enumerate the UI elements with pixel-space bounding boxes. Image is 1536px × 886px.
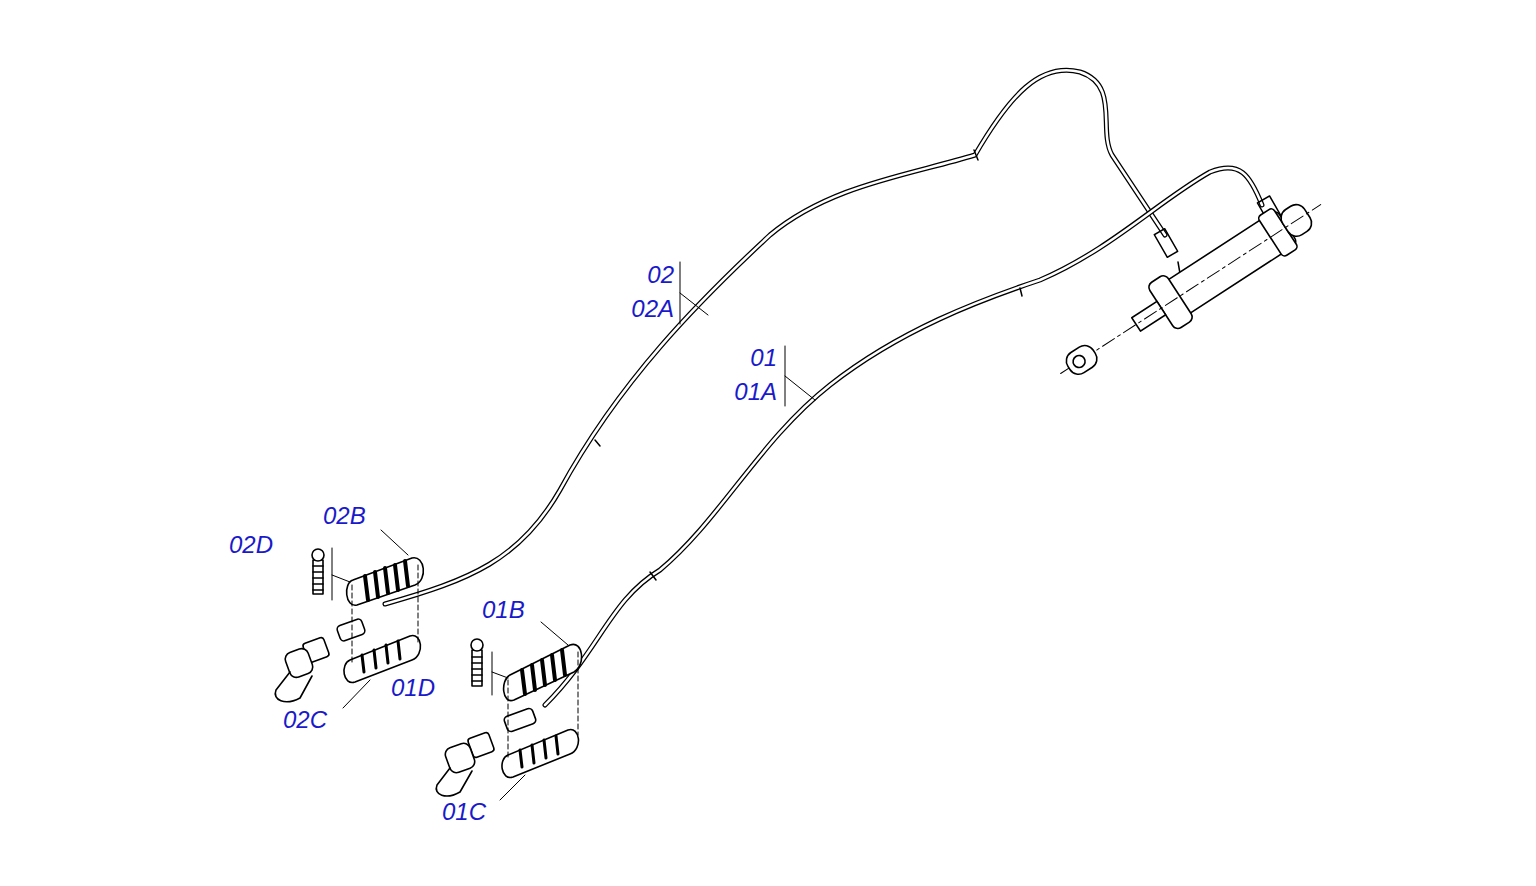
callout-number: 01A (733, 380, 778, 404)
callout-number: 02C (282, 708, 328, 732)
callout-number: 01 (749, 346, 778, 370)
hose (385, 70, 1165, 604)
hose (545, 168, 1262, 705)
hose (385, 70, 1165, 604)
callout-number: 01D (390, 676, 436, 700)
callout-number: 02D (228, 533, 274, 557)
coupling-01 (436, 639, 581, 796)
hose-marks (595, 150, 1022, 580)
callout-number: 02B (322, 504, 367, 528)
callout-number: 02A (630, 297, 675, 321)
callout-number: 01B (481, 598, 526, 622)
callout-number: 01C (441, 800, 487, 824)
leader-lines (332, 262, 815, 800)
callout-number: 02 (646, 263, 675, 287)
hose (545, 168, 1262, 705)
hydraulic-cylinder (1046, 182, 1335, 396)
